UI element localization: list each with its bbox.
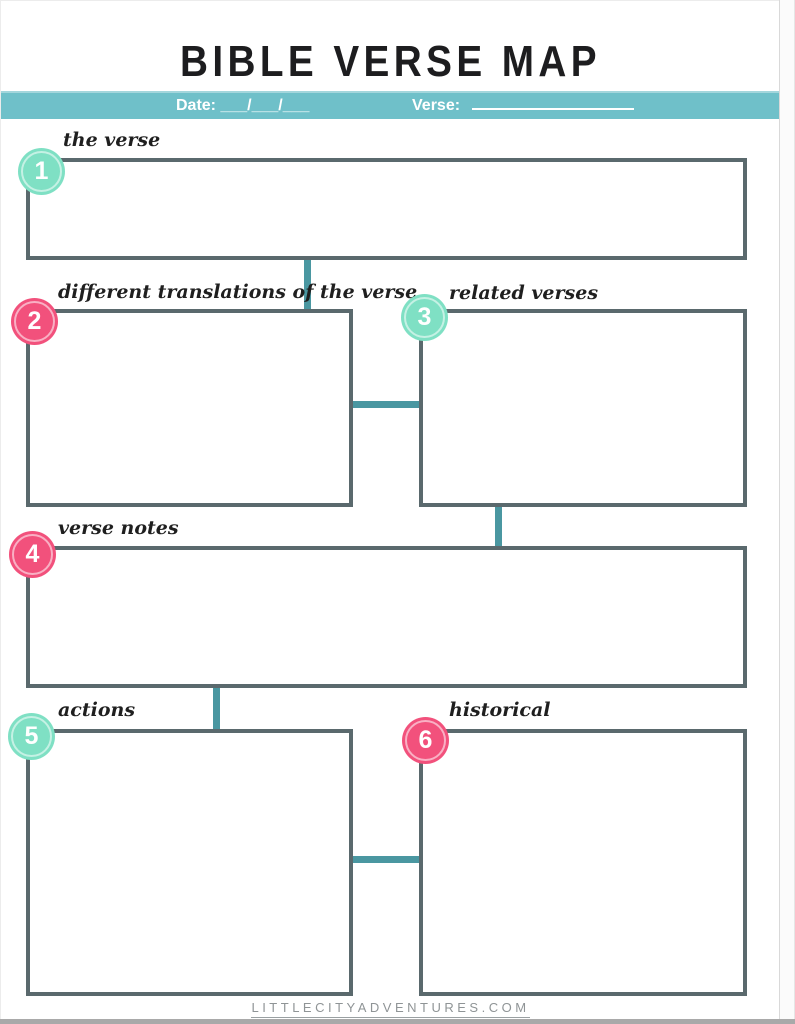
number-badge-4: 4 (9, 531, 56, 578)
footer-link[interactable]: LITTLECITYADVENTURES.COM (251, 1000, 530, 1018)
writing-box-related-verses (419, 309, 747, 507)
badge-number: 6 (418, 726, 433, 754)
number-badge-3: 3 (401, 294, 448, 341)
date-label: Date: (176, 97, 217, 114)
number-badge-5: 5 (8, 713, 55, 760)
section-label-verse-notes: verse notes (58, 517, 179, 539)
number-badge-2: 2 (11, 298, 58, 345)
badge-number: 5 (24, 722, 39, 750)
writing-box-historical (419, 729, 747, 996)
badge-number: 2 (27, 307, 42, 335)
number-badge-6: 6 (402, 717, 449, 764)
verse-blank-line (471, 97, 634, 110)
writing-box-actions (26, 729, 353, 996)
section-label-related-verses: related verses (449, 282, 599, 304)
number-badge-1: 1 (18, 148, 65, 195)
header-bar: Date: ___/___/___ Verse: (1, 91, 780, 119)
badge-number: 1 (34, 157, 49, 185)
verse-field: Verse: (412, 97, 634, 115)
connector-box3-box4 (495, 507, 502, 546)
section-label-historical: historical (449, 699, 551, 721)
connector-box4-box5 (213, 688, 220, 729)
footer: LITTLECITYADVENTURES.COM (1, 999, 780, 1018)
writing-box-verse-notes (26, 546, 747, 688)
badge-number: 3 (417, 303, 432, 331)
badge-number: 4 (25, 540, 40, 568)
connector-box1-box2 (304, 260, 311, 309)
scrollbar-track[interactable] (779, 0, 795, 1024)
connector-box2-box3 (353, 401, 419, 408)
section-label-actions: actions (58, 699, 136, 721)
section-label-the-verse: the verse (63, 129, 161, 151)
page-title: BIBLE VERSE MAP (180, 37, 601, 86)
verse-label: Verse: (412, 97, 461, 114)
date-field: Date: ___/___/___ (176, 97, 309, 115)
section-label-different-translations: different translations of the verse (58, 281, 418, 303)
connector-box5-box6 (353, 856, 419, 863)
date-blanks: ___/___/___ (220, 97, 310, 114)
writing-box-the-verse (26, 158, 747, 260)
window-bottom-edge (0, 1019, 795, 1024)
writing-box-different-translations (26, 309, 353, 507)
